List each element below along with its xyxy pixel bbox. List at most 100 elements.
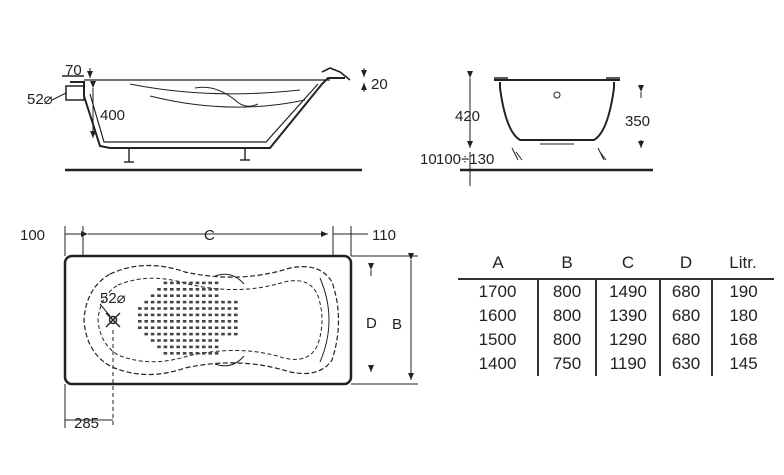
grip-dot [150, 313, 155, 317]
dim-285-label: 285 [74, 415, 99, 432]
grip-dot [157, 300, 161, 304]
grip-dot [170, 294, 174, 297]
grip-dot [208, 352, 212, 355]
grip-dot [182, 313, 187, 317]
cell-b: 800 [537, 328, 596, 352]
cell-litres: 145 [711, 352, 774, 376]
grip-dot [163, 307, 168, 310]
leg-right [240, 147, 250, 161]
grip-dot [202, 307, 206, 310]
grip-dot [208, 300, 212, 304]
grip-dot [157, 326, 161, 329]
grip-dot [189, 320, 193, 323]
grip-dot [221, 300, 225, 304]
end-leg-left [511, 147, 523, 161]
grip-dot [170, 288, 174, 291]
grip-dot [157, 332, 161, 336]
grip-dot [176, 352, 180, 355]
cell-litres: 168 [711, 328, 774, 352]
cell-c: 1190 [595, 352, 660, 376]
grip-dot [176, 281, 180, 285]
cell-d: 680 [659, 278, 712, 304]
header-c: C [621, 253, 635, 272]
armrest-left [214, 273, 245, 367]
grip-dot [195, 307, 200, 310]
grip-dot [170, 313, 174, 317]
grip-dot [214, 307, 219, 310]
grip-dot [170, 326, 174, 329]
tub-side-inner [89, 83, 319, 143]
grip-dot [189, 352, 193, 355]
grip-dot [227, 326, 232, 329]
grip-dot [214, 345, 219, 349]
grip-dot [182, 339, 187, 342]
grip-dot [176, 339, 180, 342]
overflow-box [65, 85, 85, 101]
grip-dot [214, 281, 219, 285]
grip-dot [182, 300, 187, 304]
grip-dot [163, 339, 168, 342]
grip-dot [150, 307, 155, 310]
dim-70-label: 70 [65, 62, 82, 79]
cell-a: 1500 [478, 330, 517, 349]
size-table: A B C D Litr. 1700 800 1490 680 190 1600… [458, 248, 774, 376]
grip-dot [163, 345, 168, 349]
grip-dot [157, 345, 161, 349]
grip-dot [182, 288, 187, 291]
cell-d: 680 [659, 304, 712, 328]
basin-outline-inner [97, 277, 323, 363]
grip-dot [163, 288, 168, 291]
header-litres: Litr. [729, 253, 757, 272]
grip-dot [202, 339, 206, 342]
grip-dot [202, 281, 206, 285]
grip-dot [208, 326, 212, 329]
grip-dot [163, 326, 168, 329]
grip-dot [208, 332, 212, 336]
tub-plan-outline [63, 254, 353, 386]
grip-dot [144, 332, 148, 336]
grip-dot [234, 313, 238, 317]
grip-dot [144, 320, 148, 323]
grip-dot [214, 288, 219, 291]
grip-dot [150, 339, 155, 342]
grip-dot [202, 352, 206, 355]
table-row: 1400 750 1190 630 145 [458, 352, 774, 376]
grip-dot [189, 332, 193, 336]
grip-dot [195, 339, 200, 342]
cell-d: 630 [659, 352, 712, 376]
grip-dot [176, 332, 180, 336]
end-leg-right [597, 147, 607, 161]
grip-dot [182, 281, 187, 285]
header-a: A [492, 253, 504, 272]
grip-dot [157, 294, 161, 297]
grip-dot [195, 300, 200, 304]
dim-400-label: 400 [100, 107, 125, 124]
grip-dot [176, 288, 180, 291]
grip-dot [214, 300, 219, 304]
grip-dot [138, 307, 142, 310]
leg-left [124, 147, 134, 163]
grip-dot [214, 320, 219, 323]
grip-dot [150, 320, 155, 323]
basin-outline-outer [83, 264, 340, 376]
grip-dot [138, 313, 142, 317]
grip-dot [182, 294, 187, 297]
grip-dot [234, 307, 238, 310]
grip-dot [144, 300, 148, 304]
table-row: 1500 800 1290 680 168 [458, 328, 774, 352]
dim-100-label: 100 [20, 227, 45, 244]
grip-dot [182, 326, 187, 329]
dim-legs-prefix-label: 10 [420, 151, 437, 168]
grip-dot [163, 281, 168, 285]
grip-dot [170, 307, 174, 310]
side-view [51, 67, 367, 172]
grip-dot [214, 352, 219, 355]
rim-handle-right [321, 67, 351, 81]
grip-dot [163, 352, 168, 355]
grip-dot [150, 332, 155, 336]
grip-dot [150, 300, 155, 304]
dim-c-label: C [204, 227, 215, 244]
grip-dot [138, 320, 142, 323]
grip-dot [170, 339, 174, 342]
grip-dot [163, 313, 168, 317]
